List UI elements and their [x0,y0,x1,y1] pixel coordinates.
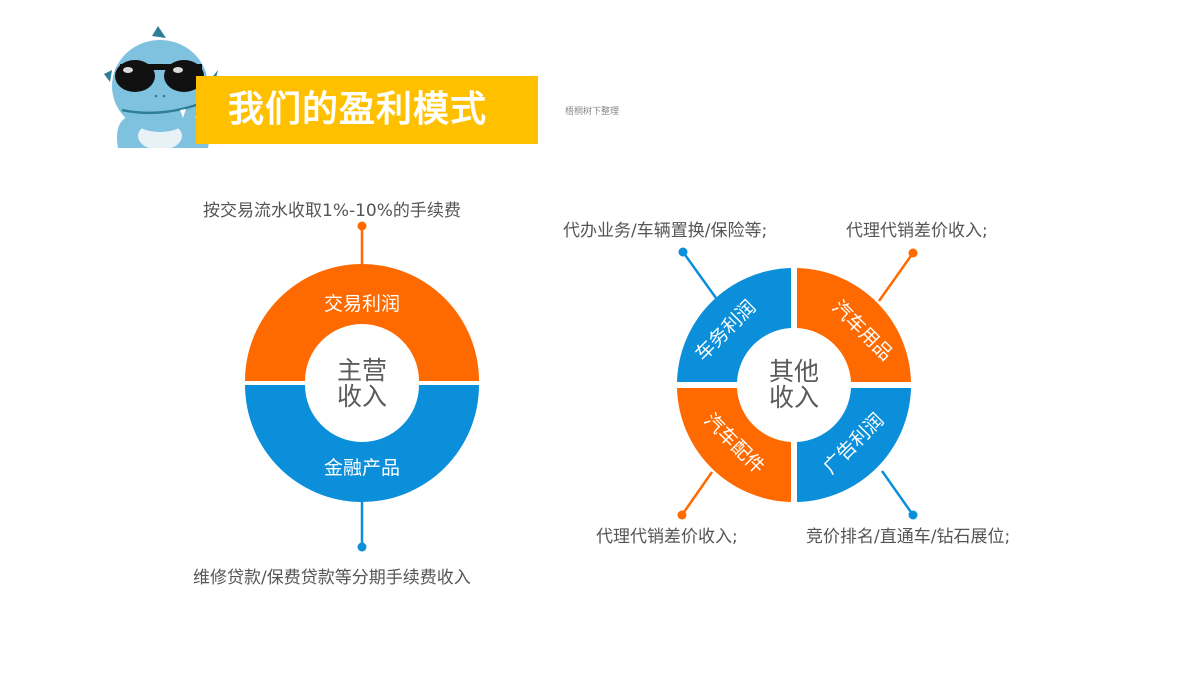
trade-profit-label: 交易利润 [323,293,400,315]
page-title: 我们的盈利模式 [228,89,488,130]
other-income-center: 其他 收入 [768,357,819,412]
credit-text: 梧桐树下整理 [565,107,620,117]
financial-products-label: 金融产品 [323,457,400,479]
segment-car-parts [677,388,791,502]
segment-car-service [677,268,791,382]
segment-trade-profit [245,264,479,381]
connector-dot [357,542,367,552]
ad-profit-note: 竞价排名/直通车/钻石展位; [806,527,1011,547]
car-service-note: 代办业务/车辆置换/保险等; [563,221,768,241]
trade-profit-note: 按交易流水收取1%-10%的手续费 [203,201,461,221]
main-income-center: 主营 收入 [336,356,387,411]
car-supplies-note: 代理代销差价收入; [846,221,988,241]
financial-products-note: 维修贷款/保费贷款等分期手续费收入 [193,568,471,588]
connector-dot [357,221,367,231]
segment-financial-products [245,385,479,502]
segment-car-supplies [797,268,911,382]
title-banner [196,76,538,144]
mascot-dinosaur-icon [104,26,218,148]
segment-ad-profit [797,388,911,502]
car-parts-note: 代理代销差价收入; [596,527,738,547]
